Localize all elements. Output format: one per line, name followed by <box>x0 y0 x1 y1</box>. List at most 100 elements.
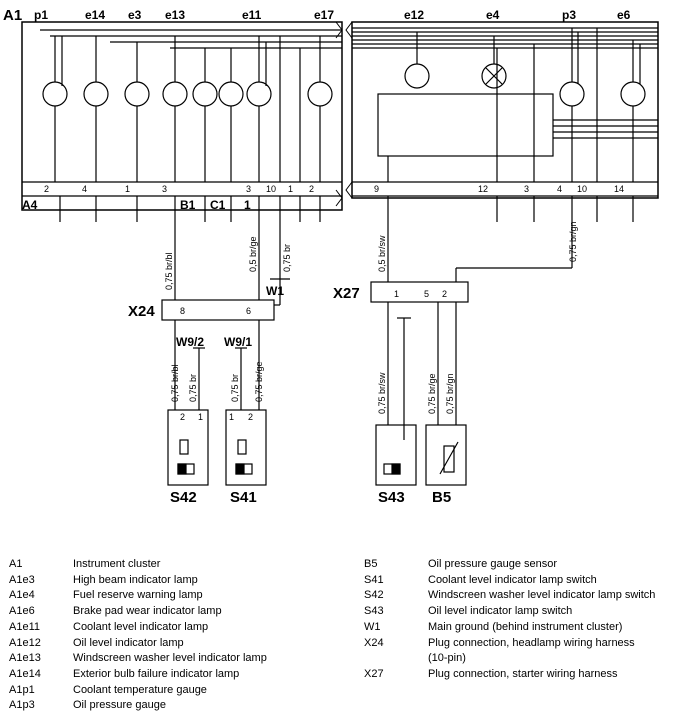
legend-code: A1e12 <box>9 636 41 649</box>
legend-row: A1e4 Fuel reserve warning lamp <box>9 588 267 604</box>
lamp-e17-icon <box>307 81 333 107</box>
legend-description: Fuel reserve warning lamp <box>73 589 203 602</box>
legend-code: A1p3 <box>9 699 35 712</box>
x24-connector <box>161 299 275 321</box>
legend-row: A1e13 Windscreen washer level indicator l… <box>9 651 267 667</box>
top-label-e3: e3 <box>128 8 142 22</box>
cluster-label: A1 <box>3 7 22 24</box>
legend-code: W1 <box>364 620 381 633</box>
legend-code: S42 <box>364 589 384 602</box>
legend-row: X27 Plug connection, starter wiring harne… <box>364 667 655 683</box>
s42-label: S42 <box>170 489 197 506</box>
legend-code: A1e14 <box>9 667 41 680</box>
x27-pin-a: 1 <box>394 289 399 299</box>
legend-row: B5 Oil pressure gauge sensor <box>364 557 655 573</box>
right-pin-number: 4 <box>557 184 562 194</box>
b5-sensor <box>425 424 467 486</box>
s43-switch <box>375 424 417 486</box>
lamp-unlabeled-b-icon <box>218 81 244 107</box>
legend-description: Windscreen washer level indicator lamp s… <box>428 589 656 602</box>
x24-label: X24 <box>128 303 155 320</box>
legend-description: Windscreen washer level indicator lamp <box>73 652 267 665</box>
legend-code: A1p1 <box>9 683 35 696</box>
legend-code: X24 <box>364 636 384 649</box>
s41-label: S41 <box>230 489 257 506</box>
legend-description: Plug connection, headlamp wiring harness <box>428 636 635 649</box>
wire-label-e11-b: 0,75 br <box>282 244 292 272</box>
x27-pin-b: 5 <box>424 289 429 299</box>
s42-switch <box>167 409 209 486</box>
lamp-e11-icon <box>246 81 272 107</box>
legend-row: A1e6 Brake pad wear indicator lamp <box>9 604 267 620</box>
lamp-e3-icon <box>124 81 150 107</box>
x24-pin-a: 8 <box>180 306 185 316</box>
legend-row: A1e12 Oil level indicator lamp <box>9 636 267 652</box>
top-label-e4: e4 <box>486 8 500 22</box>
instrument-cluster-left-frame <box>21 21 343 211</box>
right-pin-number: 12 <box>478 184 488 194</box>
left-pin-number: 4 <box>82 184 87 194</box>
legend-row: S42 Windscreen washer level indicator lam… <box>364 588 655 604</box>
legend-code: A1 <box>9 558 23 570</box>
legend-code: A1e6 <box>9 605 35 618</box>
wire-label-s42-a: 0,75 br/bl <box>170 364 180 402</box>
left-pin-number: 1 <box>125 184 130 194</box>
x24-pin-b: 6 <box>246 306 251 316</box>
s41-switch <box>225 409 267 486</box>
legend-description: Coolant level indicator lamp <box>73 620 209 633</box>
s43-label: S43 <box>378 489 405 506</box>
wire-label-p3: 0,75 br/gn <box>568 221 578 262</box>
left-pin-number: 1 <box>288 184 293 194</box>
legend-code: B5 <box>364 558 378 570</box>
right-pin-number: 9 <box>374 184 379 194</box>
wire-label-e11-a: 0,5 br/ge <box>248 236 258 272</box>
legend-row: A1e3 High beam indicator lamp <box>9 573 267 589</box>
legend-row: X24 Plug connection, headlamp wiring harn… <box>364 636 655 652</box>
s42-pin-2: 2 <box>180 412 185 422</box>
wire-label-s43: 0,75 br/sw <box>377 372 387 414</box>
b5-label: B5 <box>432 489 451 506</box>
x27-label: X27 <box>333 285 360 302</box>
left-pin-number: 3 <box>246 184 251 194</box>
top-label-e13: e13 <box>165 8 185 22</box>
top-label-p3: p3 <box>562 8 576 22</box>
legend-row: A1p1 Coolant temperature gauge <box>9 683 267 699</box>
w91-label: W9/1 <box>224 335 252 349</box>
x27-connector <box>370 281 469 303</box>
legend-code: X27 <box>364 667 384 680</box>
top-label-e12: e12 <box>404 8 424 22</box>
legend-description: High beam indicator lamp <box>73 573 198 586</box>
left-pin-number: 3 <box>162 184 167 194</box>
legend-code: A1e3 <box>9 573 35 586</box>
legend-description: Plug connection, starter wiring harness <box>428 667 618 680</box>
legend-description: Coolant level indicator lamp switch <box>428 573 597 586</box>
lamp-e14-icon <box>83 81 109 107</box>
gauge-p1-icon <box>42 81 68 107</box>
wire-label-e12: 0,5 br/sw <box>377 235 387 272</box>
legend-description: Oil pressure gauge sensor <box>428 558 558 570</box>
legend-code: A1e4 <box>9 589 35 602</box>
legend-description: Coolant temperature gauge <box>73 683 207 696</box>
w92-label: W9/2 <box>176 335 204 349</box>
legend-description: Oil level indicator lamp <box>73 636 184 649</box>
left-pin-number: 2 <box>309 184 314 194</box>
s42-pin-1: 1 <box>198 412 203 422</box>
instrument-cluster-right-frame <box>351 21 659 199</box>
legend-code: A1e13 <box>9 652 41 665</box>
wire-label-b5-b: 0,75 br/gn <box>445 373 455 414</box>
top-label-e14: e14 <box>85 8 105 22</box>
wire-label-b5-a: 0,75 br/ge <box>427 373 437 414</box>
legend-code: S41 <box>364 573 384 586</box>
legend-description: Brake pad wear indicator lamp <box>73 605 222 618</box>
legend-description: Oil level indicator lamp switch <box>428 605 573 618</box>
